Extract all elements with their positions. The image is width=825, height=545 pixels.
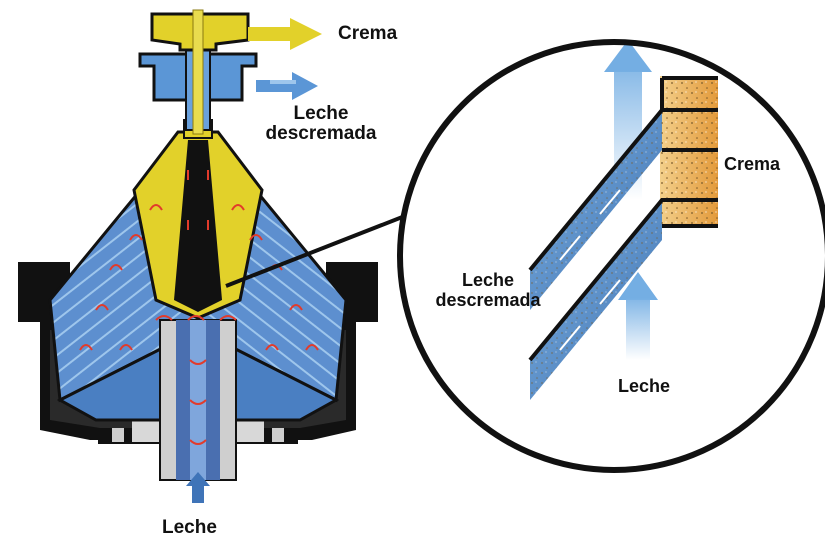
separator-cross-section	[18, 10, 410, 503]
label-skim-outlet: Leche descremada	[246, 104, 396, 144]
skim-outlet-arrow	[256, 72, 318, 100]
zoom-detail	[400, 40, 825, 470]
label-zoom-skim: Leche descremada	[414, 270, 562, 310]
label-skim-outlet-line2: descremada	[246, 124, 396, 144]
milk-feed-tube	[160, 320, 236, 480]
label-skim-outlet-line1: Leche	[246, 104, 396, 124]
label-cream-outlet: Crema	[338, 24, 397, 44]
cream-outlet-arrow	[248, 18, 322, 50]
label-zoom-skim-line2: descremada	[414, 290, 562, 310]
label-zoom-cream: Crema	[724, 154, 780, 174]
label-zoom-milk: Leche	[618, 376, 670, 396]
label-zoom-skim-line1: Leche	[414, 270, 562, 290]
cream-channel	[134, 120, 262, 318]
label-milk-inlet: Leche	[162, 518, 217, 538]
